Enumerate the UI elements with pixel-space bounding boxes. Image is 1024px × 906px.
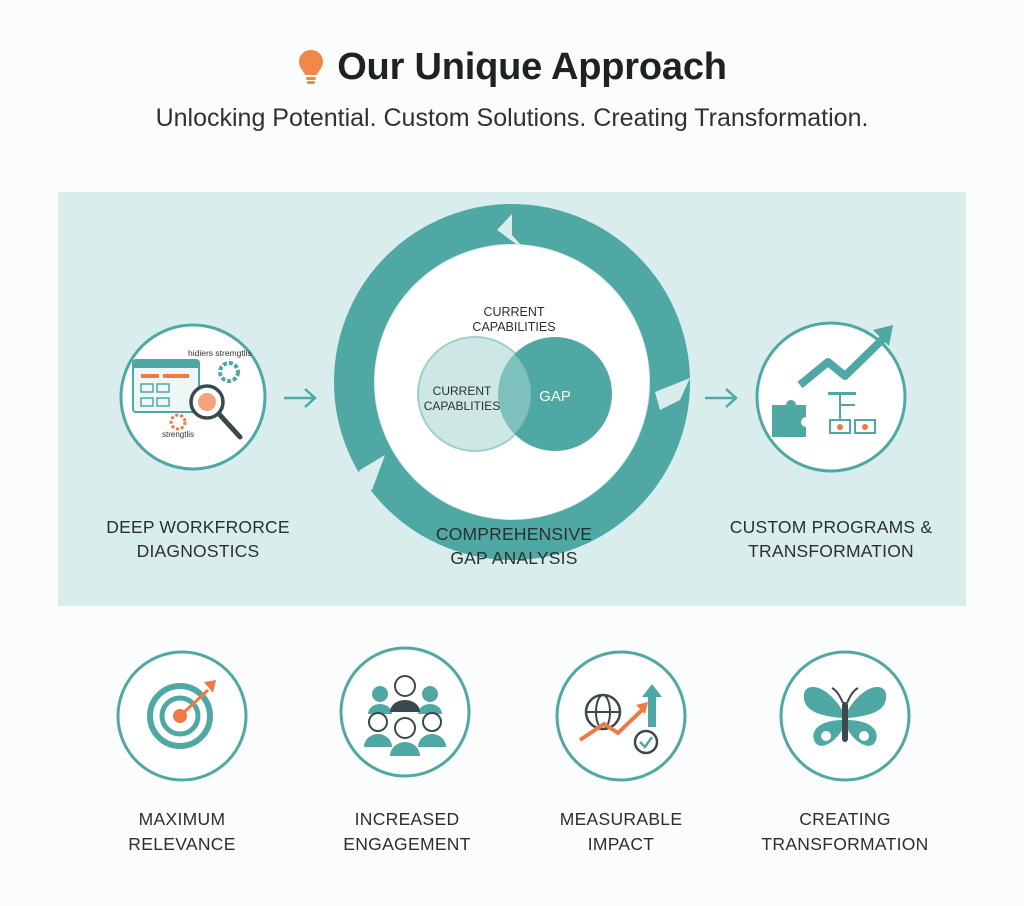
venn-right-label: GAP [539,388,571,405]
step-custom-programs-line2: TRANSFORMATION [748,541,914,561]
pillar-relevance-line2: RELEVANCE [128,834,236,854]
step-custom-programs-label: CUSTOM PROGRAMS & TRANSFORMATION [716,515,946,563]
step-gap-analysis-line1: COMPREHENSIVE [435,524,593,544]
pillar-relevance-label: MAXIMUM RELEVANCE [102,807,262,857]
pillar-transformation-line2: TRANSFORMATION [761,834,929,854]
venn-top-line1: CURRENT [483,305,544,319]
venn-left-line1: CURRENT [433,384,492,398]
header: Our Unique Approach [0,46,1024,93]
step-diagnostics-line2: DIAGNOSTICS [136,541,260,561]
pillar-impact-line1: MEASURABLE [559,809,683,829]
arrow-right-icon [284,388,317,408]
team-icon [339,646,471,778]
title-text: Our Unique Approach [337,46,727,88]
pillar-transformation-label: CREATING TRANSFORMATION [750,807,940,857]
target-icon [116,650,248,782]
pillar-impact-line2: IMPACT [587,834,655,854]
custom-programs-icon [755,321,907,473]
diagnostics-icon-text-top: hidiers stremgtlis [188,348,252,358]
diagnostics-icon: hidiers stremgtlis strengtlis [119,323,267,471]
lightbulb-icon [299,49,324,84]
page-title: Our Unique Approach [297,46,727,89]
pillar-relevance-line1: MAXIMUM [138,809,226,829]
pillar-engagement-line2: ENGAGEMENT [343,834,471,854]
venn-top-line2: CAPABILITIES [472,320,555,334]
diagnostics-icon-text-bottom: strengtlis [162,430,194,439]
venn-diagram: CURRENT CAPABILITIES CURRENT CAPABLITIES… [417,305,612,452]
arrow-right-icon [705,388,738,408]
venn-left-line2: CAPABLITIES [424,399,500,413]
step-diagnostics-line1: DEEP WORKFRORCE [106,517,290,537]
pillar-impact-label: MEASURABLE IMPACT [541,807,701,857]
growth-globe-icon [555,650,687,782]
step-gap-analysis-line2: GAP ANALYSIS [450,548,578,568]
pillar-engagement-line1: INCREASED [354,809,460,829]
step-gap-analysis-label: COMPREHENSIVE GAP ANALYSIS [404,522,624,570]
butterfly-icon [779,650,911,782]
pillar-transformation-line1: CREATING [799,809,891,829]
step-diagnostics-label: DEEP WORKFRORCE DIAGNOSTICS [88,515,308,563]
step-custom-programs-line1: CUSTOM PROGRAMS & [729,517,933,537]
page-subtitle: Unlocking Potential. Custom Solutions. C… [155,104,869,132]
pillar-engagement-label: INCREASED ENGAGEMENT [322,807,492,857]
